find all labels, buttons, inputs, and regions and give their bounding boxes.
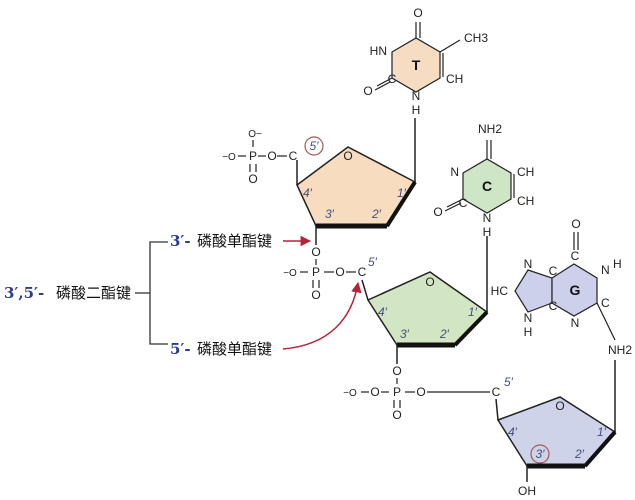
guanine-five-ring	[514, 269, 553, 313]
base-label-T: T	[412, 57, 421, 73]
ring-number-1-1: 1′	[397, 186, 407, 200]
atom-H-C-bottom: H	[483, 225, 492, 239]
atom-HN-T: HN	[370, 44, 387, 58]
ring-number-1-3: 1′	[597, 425, 607, 439]
phosphate-o-bottom-2: O	[311, 288, 320, 302]
atom-C-G-b: C	[549, 299, 558, 313]
bond-labels: 3′,5′- 磷酸二酯键 3′- 磷酸单酯键 5′- 磷酸单酯键	[4, 232, 362, 358]
main-label-text: 磷酸二酯键	[56, 284, 131, 302]
atom-CH3-T: CH3	[464, 31, 488, 45]
ring-number-3-2: 3′	[400, 327, 410, 341]
main-label-prefix: 3′,5′-	[4, 284, 44, 302]
atom-N-G-bottom: N	[571, 316, 580, 330]
atom-OH-3prime: OH	[518, 484, 536, 498]
nucleotide-cytosine: O 4′ 3′ 2′ 1′ C N C CH CH N H NH2 O	[361, 122, 534, 348]
atom-NH3-C: NH2	[478, 122, 502, 136]
base-label-C: C	[482, 178, 492, 194]
atom-N-G-bottom-left: N	[524, 311, 533, 325]
phosphate-o-left-1: −O	[222, 152, 236, 163]
arrow-to-5prime-bond	[282, 281, 362, 350]
phosphate-o-bottom-3: O	[392, 408, 401, 422]
c5-label-3: C	[492, 385, 501, 399]
atom-HC-G: HC	[491, 284, 509, 298]
c5-label-2: C	[358, 265, 367, 279]
phosphorus-2: P	[312, 265, 320, 279]
upper-label-prefix: 3′-	[170, 232, 191, 250]
ring-number-5-3: 5′	[504, 375, 514, 389]
lower-label-text: 磷酸单酯键	[197, 340, 272, 358]
phosphorus-3: P	[393, 385, 401, 399]
atom-O-T-left: O	[363, 84, 372, 98]
atom-C-G-a: C	[549, 264, 558, 278]
ring-number-4-3: 4′	[508, 425, 518, 439]
atom-N-C-left: N	[450, 165, 459, 179]
atom-C-C-left: C	[459, 196, 468, 210]
ring-number-4-1: 4′	[303, 186, 313, 200]
ring-oxygen-3: O	[555, 399, 564, 413]
ester-oxygen-1: O	[267, 149, 276, 163]
phosphate-o-left-2: −O	[283, 268, 297, 279]
phosphate-o-top-1: O−	[248, 129, 262, 140]
atom-H-T: H	[412, 103, 421, 117]
base-label-G: G	[570, 282, 581, 298]
label-bracket	[149, 241, 168, 345]
phosphorus-1: P	[249, 149, 257, 163]
ring-number-3-3: 3′	[536, 447, 546, 461]
ring-number-5-1: 5′	[310, 139, 320, 153]
highlight-circle-3prime	[530, 444, 550, 464]
ester-o-left-3: O	[370, 385, 379, 399]
ring-number-5-2: 5′	[368, 255, 378, 269]
phosphate-group-2: P −O O O C 5′	[283, 255, 377, 302]
highlight-circle-5prime	[304, 136, 324, 156]
ring-number-2-2: 2′	[439, 327, 450, 341]
lower-label-prefix: 5′-	[170, 340, 191, 358]
ring-oxygen-2: O	[425, 275, 434, 289]
ring-number-3-1: 3′	[325, 207, 335, 221]
ring-number-2-3: 2′	[574, 447, 585, 461]
atom-C-T-left: C	[388, 72, 397, 86]
atom-CH-C-right2: CH	[517, 194, 534, 208]
ring-number-4-2: 4′	[378, 305, 388, 319]
nucleotide-guanine: O 4′ 3′ 2′ 1′ OH G N HC N H C C C N C N …	[491, 217, 633, 498]
link-oxygen-3prime: O	[311, 245, 320, 259]
ring-number-2-1: 2′	[371, 207, 382, 221]
phosphate-group-3: P O −O O O C 5′	[343, 375, 513, 422]
nucleotide-thymine: O 4′ 3′ 2′ 1′ C 5′ O P O− −O O T HN C CH…	[222, 6, 488, 229]
ring-number-1-2: 1′	[468, 305, 478, 319]
atom-C-G-top: C	[571, 249, 580, 263]
atom-CH-T: CH	[446, 72, 463, 86]
atom-H-G-right: H	[613, 257, 622, 271]
atom-N-T: N	[412, 89, 421, 103]
atom-O-T-top: O	[413, 6, 422, 20]
phosphate-o-bottom-1: O	[248, 172, 257, 186]
phosphate-o-left-3: −O	[343, 388, 357, 399]
atom-C-G-right: C	[601, 296, 610, 310]
atom-CH-C-right: CH	[517, 165, 534, 179]
ring-oxygen-1: O	[343, 149, 352, 163]
atom-N-C-bottom: N	[483, 211, 492, 225]
atom-N-G-right-top: N	[601, 263, 610, 277]
atom-N-G-top-left: N	[524, 257, 533, 271]
atom-H-G-bottom-left: H	[524, 325, 533, 339]
atom-NH2-G: NH2	[608, 343, 632, 357]
atom-O-C-left: O	[433, 205, 442, 219]
c5-label-1: C	[289, 149, 298, 163]
atom-O-G-top: O	[571, 217, 580, 231]
ester-oxygen-3: O	[416, 385, 425, 399]
upper-label-text: 磷酸单酯键	[197, 232, 272, 250]
link-oxygen-3prime-2: O	[392, 364, 401, 378]
ester-oxygen-2: O	[335, 265, 344, 279]
